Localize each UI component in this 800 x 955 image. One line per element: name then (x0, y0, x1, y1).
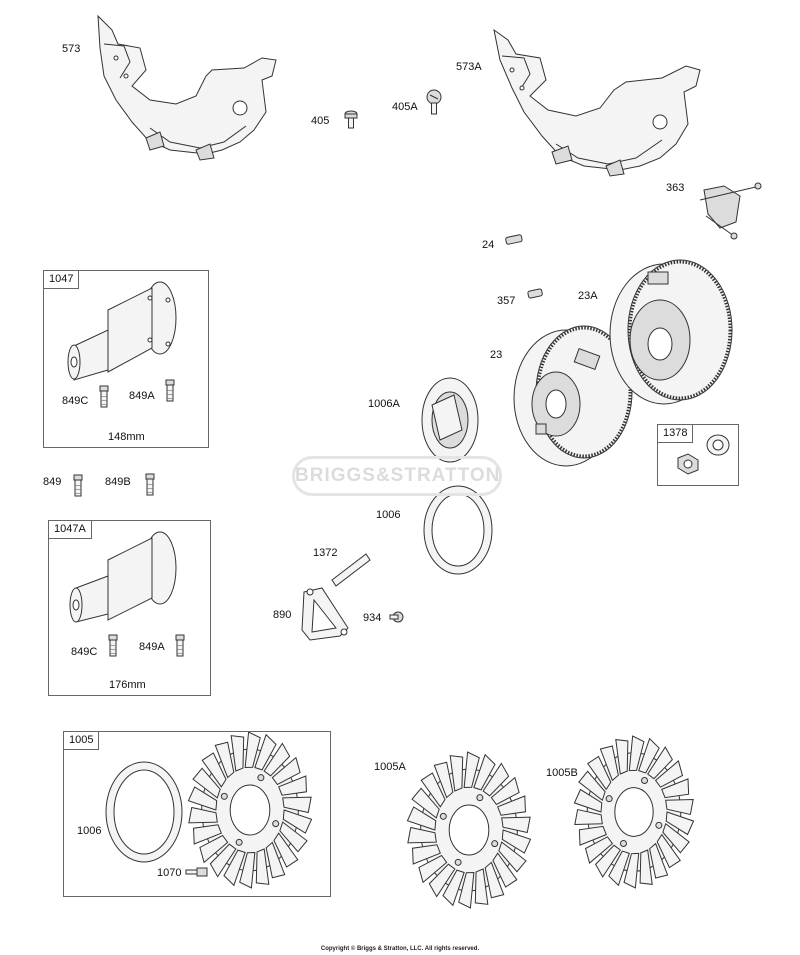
fan-1005 (187, 731, 313, 889)
callout-1006a: 1006A (368, 398, 400, 410)
callout-363: 363 (666, 182, 685, 194)
callout-890: 890 (273, 609, 292, 621)
callout-573a: 573A (456, 61, 482, 73)
callout-1006-box: 1006 (77, 825, 102, 837)
key-357 (527, 288, 543, 299)
gasket-1006-box (105, 761, 183, 863)
callout-849c-bottom: 849C (71, 646, 98, 658)
kit-tag-1047a: 1047A (48, 520, 92, 539)
bolt-849 (73, 474, 83, 497)
screw-405a (426, 89, 442, 115)
bracket-363 (699, 182, 762, 240)
callout-849a-top: 849A (129, 390, 155, 402)
gasket-1006 (423, 485, 493, 575)
flywheel-23 (513, 325, 633, 467)
kit-tag-1378: 1378 (657, 424, 694, 443)
fan-1005b (573, 735, 695, 889)
bolt-849b (145, 473, 155, 496)
callout-1372: 1372 (313, 547, 338, 559)
screw-934 (389, 611, 404, 623)
callout-849b: 849B (105, 476, 131, 488)
kit-box-1047a: 1047A (48, 520, 211, 696)
adapter-1006a (421, 377, 479, 463)
callout-405: 405 (311, 115, 330, 127)
fan-1005a (406, 751, 532, 909)
flywheel-23a (609, 259, 733, 405)
shaft-1047 (67, 281, 177, 381)
callout-23a: 23A (578, 290, 598, 302)
callout-1006-mid: 1006 (376, 509, 401, 521)
callout-357: 357 (497, 295, 516, 307)
callout-934: 934 (363, 612, 382, 624)
caption-176mm: 176mm (109, 679, 146, 691)
kit-tag-1047: 1047 (43, 270, 80, 289)
kit-box-1378: 1378 (657, 424, 739, 486)
caption-148mm: 148mm (108, 431, 145, 443)
callout-1005b: 1005B (546, 767, 578, 779)
blower-housing-573a (493, 28, 701, 177)
callout-23: 23 (490, 349, 503, 361)
callout-849c-top: 849C (62, 395, 89, 407)
callout-849: 849 (43, 476, 62, 488)
callout-849a-bottom: 849A (139, 641, 165, 653)
kit-box-1005: 1005 (63, 731, 331, 897)
kit-tag-1005: 1005 (63, 731, 100, 750)
washer-1378 (706, 434, 730, 456)
callout-405a: 405A (392, 101, 418, 113)
callout-24: 24 (482, 239, 495, 251)
key-24 (505, 234, 523, 245)
screw-1070 (185, 867, 208, 877)
shaft-1047a (69, 531, 177, 623)
screw-405 (344, 110, 358, 129)
brand-watermark: BRIGGS&STRATTON (292, 456, 502, 496)
callout-573: 573 (62, 43, 81, 55)
blower-housing-573 (97, 14, 277, 161)
bracket-890 (301, 587, 349, 641)
kit-box-1047: 1047 (43, 270, 209, 448)
nut-1378 (677, 453, 699, 475)
callout-1005a: 1005A (374, 761, 406, 773)
callout-1070: 1070 (157, 867, 182, 879)
pin-1372 (331, 553, 371, 587)
copyright-notice: Copyright © Briggs & Stratton, LLC. All … (320, 946, 480, 952)
